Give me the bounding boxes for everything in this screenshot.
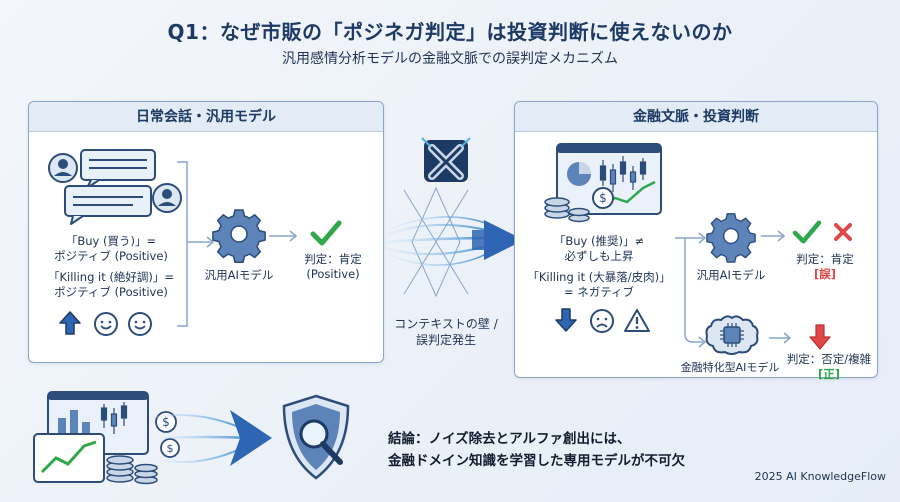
conclusion: 結論：ノイズ除去とアルファ創出には、 金融ドメイン知識を学習した専用モデルが不可…	[388, 428, 748, 472]
smile-icon	[128, 312, 152, 336]
left-verdict: 判定：肯定 (Positive)	[304, 252, 362, 281]
right-general-verdict: 判定：肯定 [誤]	[779, 252, 871, 282]
right-finance-model-label: 金融特化型AIモデル	[680, 361, 780, 374]
branch-connector	[675, 232, 707, 348]
page-title: Q1：なぜ市販の「ポジネガ判定」は投資判断に使えないのか	[167, 20, 733, 44]
left-example-buy: 「Buy (買う)」= ポジティブ (Positive)	[54, 234, 168, 263]
right-general-model-label: 汎用AIモデル	[696, 268, 766, 282]
svg-text:$: $	[167, 442, 174, 455]
svg-text:$: $	[599, 191, 607, 205]
up-arrow-icon	[59, 311, 81, 335]
wrong-mark: [誤]	[813, 267, 836, 281]
brain-chip-icon	[705, 315, 759, 355]
data-to-shield-illustration: $ $	[33, 391, 350, 485]
conclusion-line2: 金融ドメイン知識を学習した専用モデルが不可欠	[388, 453, 685, 469]
chat-bubbles-icon	[48, 149, 182, 225]
cross-icon	[834, 223, 852, 241]
right-example-killing: 「Killing it (大暴落/皮肉)」 = ネガティブ	[527, 270, 671, 299]
left-model-label: 汎用AIモデル	[204, 268, 274, 282]
correct-mark: [正]	[817, 367, 840, 381]
left-panel: 日常会話・汎用モデル 「Buy (買う)」= ポジティブ (Positive) …	[28, 101, 384, 363]
arrow-right-icon	[269, 230, 298, 242]
red-down-arrow-icon	[809, 324, 831, 350]
smile-icon	[94, 312, 118, 336]
context-wall-label: コンテキストの壁 / 誤判定発生	[394, 317, 498, 347]
check-icon	[792, 220, 822, 244]
left-example-killing: 「Killing it (絶好調)」= ポジティブ (Positive)	[47, 270, 175, 299]
footer-credit: 2025 AI KnowledgeFlow	[754, 470, 886, 483]
svg-text:$: $	[162, 415, 170, 429]
down-arrow-icon	[555, 308, 577, 332]
right-finance-verdict: 判定：否定/複雑 [正]	[779, 352, 879, 382]
gear-icon	[212, 209, 266, 263]
dashboard-icon: $	[544, 143, 662, 223]
right-panel: 金融文脈・投資判断 $ 「Buy (推奨)」≠ 必ずしも上昇	[514, 101, 878, 381]
left-panel-header: 日常会話・汎用モデル	[29, 102, 383, 132]
conclusion-line1: 結論：ノイズ除去とアルファ創出には、	[388, 431, 631, 447]
cross-badge-icon	[421, 137, 471, 182]
right-example-buy: 「Buy (推奨)」≠ 必ずしも上昇	[553, 234, 645, 263]
page-subtitle: 汎用感情分析モデルの金融文脈での誤判定メカニズム	[282, 51, 618, 67]
warning-icon	[624, 309, 650, 332]
gear-icon	[706, 213, 756, 263]
check-icon	[310, 220, 342, 246]
arrow-right-icon	[769, 332, 792, 344]
sad-face-icon	[590, 309, 614, 333]
arrow-right-icon	[761, 230, 786, 242]
context-wall-flow	[383, 186, 524, 298]
bracket-connector	[177, 161, 215, 327]
right-panel-header: 金融文脈・投資判断	[515, 102, 877, 132]
